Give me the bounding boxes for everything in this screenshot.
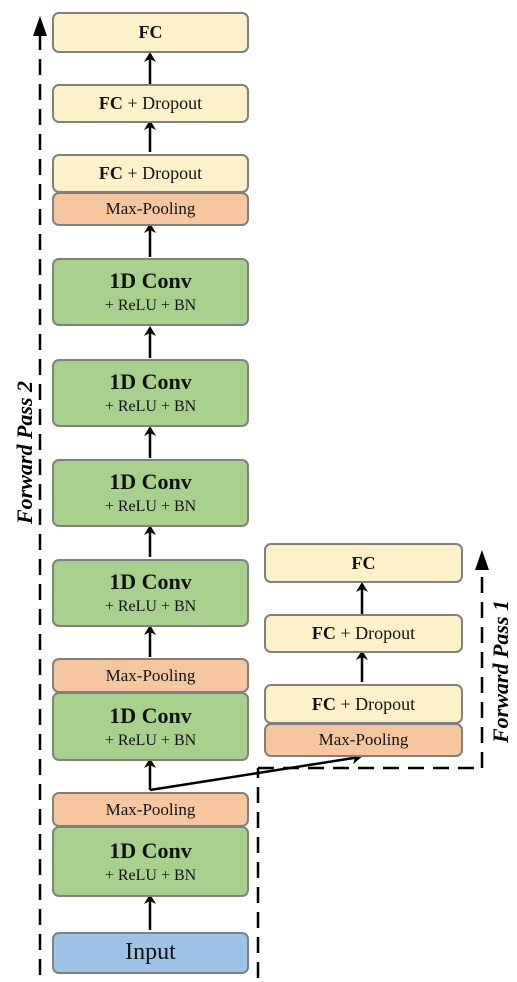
conv-title: 1D Conv — [109, 702, 192, 728]
fc-label: FC — [138, 22, 163, 43]
fc-label-rest: + Dropout — [122, 93, 203, 114]
left-max-pooling-top: Max-Pooling — [52, 192, 249, 226]
conv-title: 1D Conv — [109, 569, 192, 595]
fc-label: FC — [351, 552, 376, 573]
left-conv-1a: 1D Conv + ReLU + BN — [52, 826, 249, 897]
pool-label: Max-Pooling — [105, 199, 196, 219]
left-conv-2b: 1D Conv + ReLU + BN — [52, 459, 249, 527]
right-fc-dropout-1: FC + Dropout — [264, 684, 463, 724]
branch-arrow — [149, 752, 362, 792]
fc-label-rest: + Dropout — [335, 693, 416, 714]
left-conv-3: 1D Conv + ReLU + BN — [52, 359, 249, 427]
conv-title: 1D Conv — [109, 469, 192, 495]
fc-label: FC — [311, 693, 336, 714]
left-fc-dropout-1: FC + Dropout — [52, 154, 249, 193]
pool-label: Max-Pooling — [105, 799, 196, 819]
conv-sub: + ReLU + BN — [104, 498, 197, 516]
conv-title: 1D Conv — [109, 837, 192, 863]
pool-label: Max-Pooling — [318, 730, 409, 750]
input-box: Input — [52, 932, 249, 974]
conv-sub: + ReLU + BN — [104, 398, 197, 416]
left-conv-2a: 1D Conv + ReLU + BN — [52, 559, 249, 627]
input-label: Input — [125, 939, 176, 966]
conv-sub: + ReLU + BN — [104, 297, 197, 315]
conv-sub: + ReLU + BN — [104, 598, 197, 616]
conv-title: 1D Conv — [109, 268, 192, 294]
forward-pass-2-outline — [38, 32, 260, 978]
conv-sub: + ReLU + BN — [104, 731, 197, 749]
forward-pass-1-outline — [258, 566, 484, 770]
right-max-pooling: Max-Pooling — [264, 723, 463, 757]
left-max-pooling-mid: Max-Pooling — [52, 658, 249, 693]
fc-label: FC — [98, 93, 123, 114]
left-fc-top: FC — [52, 12, 249, 53]
left-conv-1b: 1D Conv + ReLU + BN — [52, 692, 249, 761]
forward-pass-1-label: Forward Pass 1 — [488, 599, 513, 743]
forward-pass-2-label: Forward Pass 2 — [12, 380, 37, 524]
fc-label-rest: + Dropout — [335, 623, 416, 644]
conv-title: 1D Conv — [109, 369, 192, 395]
right-fc-top: FC — [264, 543, 463, 583]
left-conv-4: 1D Conv + ReLU + BN — [52, 258, 249, 326]
conv-sub: + ReLU + BN — [104, 866, 197, 884]
left-fc-dropout-2: FC + Dropout — [52, 84, 249, 123]
right-fc-dropout-2: FC + Dropout — [264, 614, 463, 653]
pool-label: Max-Pooling — [105, 665, 196, 685]
fc-label: FC — [98, 163, 123, 184]
left-max-pooling-low: Max-Pooling — [52, 792, 249, 827]
fc-label-rest: + Dropout — [122, 163, 203, 184]
fc-label: FC — [311, 623, 336, 644]
